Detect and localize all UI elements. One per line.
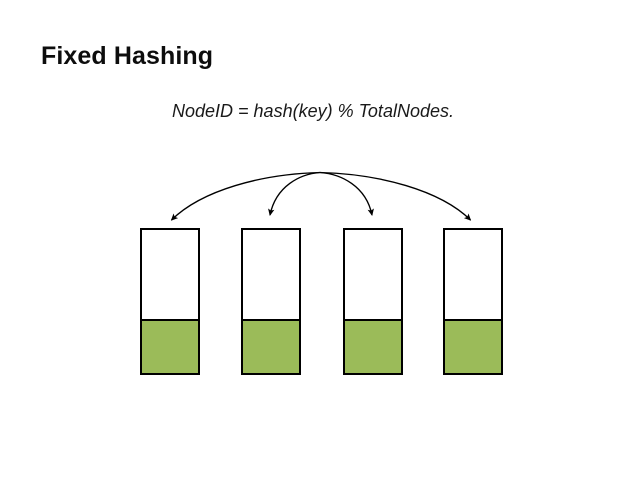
node-box-1-free-space xyxy=(243,230,299,319)
page-title: Fixed Hashing xyxy=(41,42,214,70)
node-box-3-used-space xyxy=(445,318,501,373)
node-box-2-used-space xyxy=(345,318,401,373)
arrow-to-node-1 xyxy=(268,171,321,216)
node-box-2-free-space xyxy=(345,230,401,319)
node-box-1 xyxy=(241,228,301,375)
node-box-0-free-space xyxy=(142,230,198,319)
node-box-3-free-space xyxy=(445,230,501,319)
node-box-0 xyxy=(140,228,200,375)
node-box-2 xyxy=(343,228,403,375)
node-box-0-used-space xyxy=(142,318,198,373)
arrow-to-node-0 xyxy=(170,171,321,221)
arrow-to-node-3 xyxy=(319,171,472,221)
hash-formula-text: NodeID = hash(key) % TotalNodes. xyxy=(172,101,454,121)
node-box-1-used-space xyxy=(243,318,299,373)
node-box-3 xyxy=(443,228,503,375)
arrow-to-node-2 xyxy=(319,171,374,216)
